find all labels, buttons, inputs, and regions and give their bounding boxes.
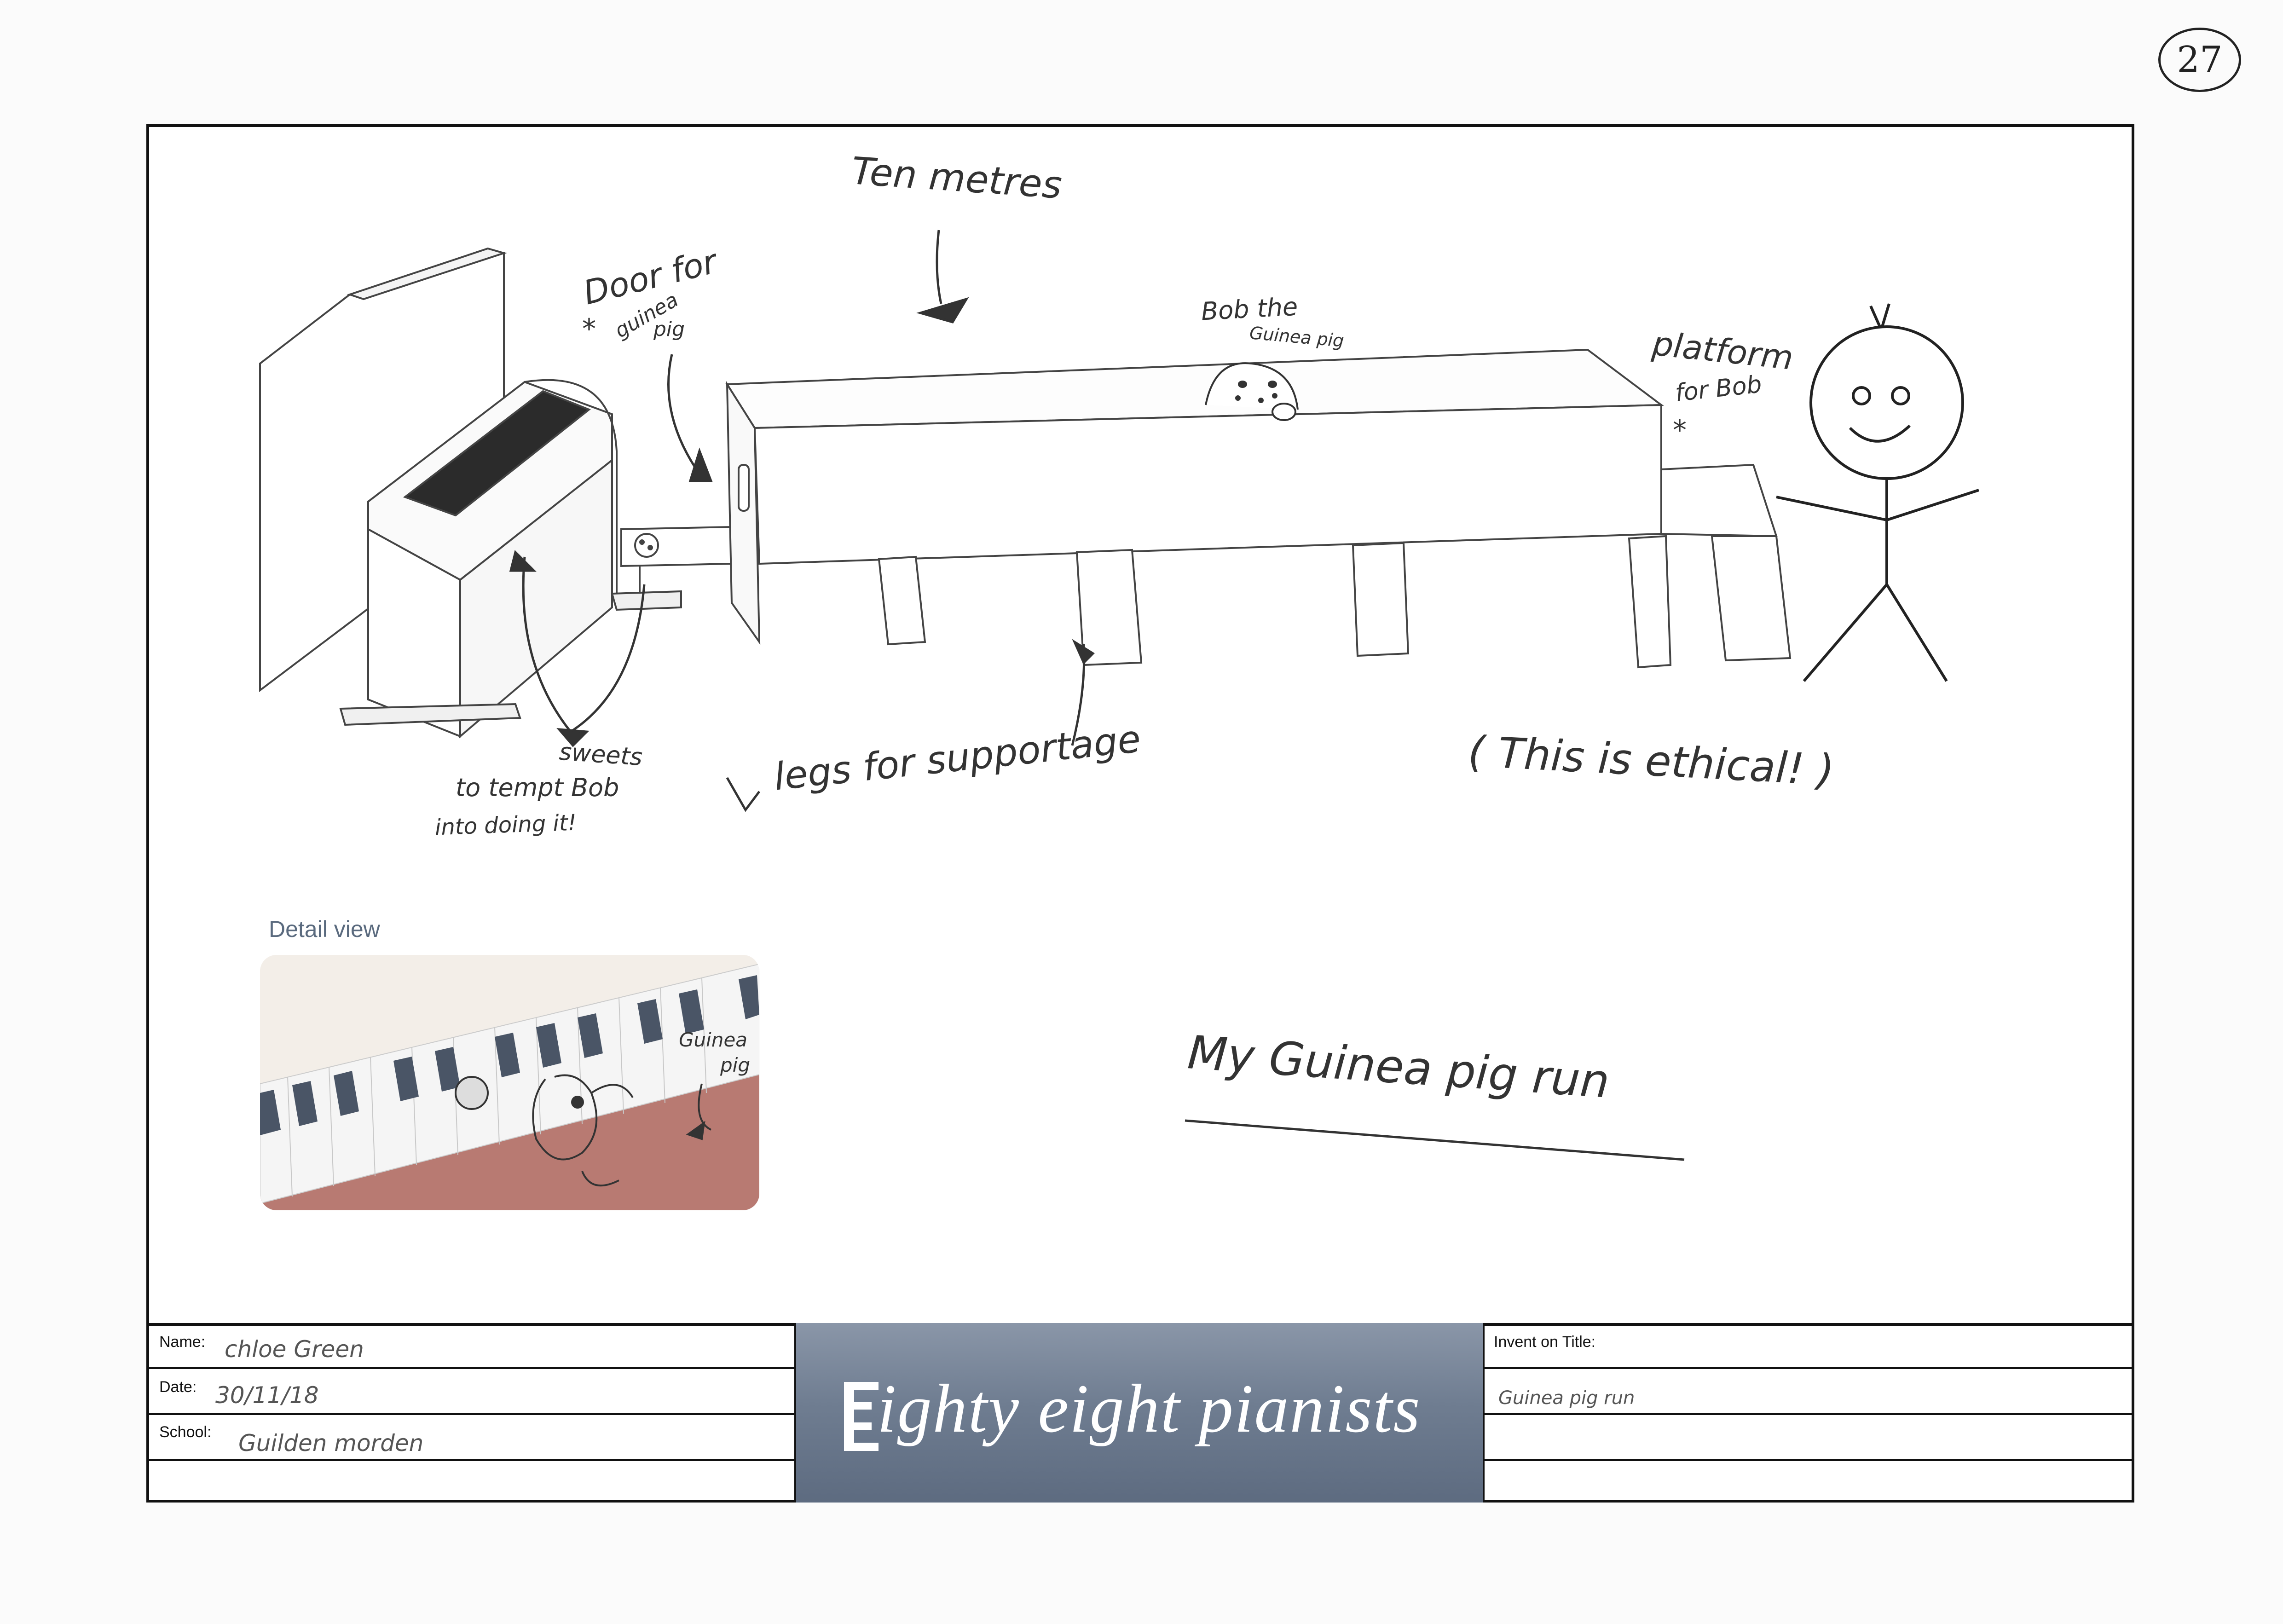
invention-title-row: Invent on Title: [1485, 1323, 2134, 1369]
detail-keyboard-drawing [260, 955, 759, 1210]
title-underline [1185, 1119, 1685, 1161]
invention-title-label: Invent on Title: [1494, 1333, 1596, 1351]
page-number: 27 [2158, 28, 2241, 92]
label-door-pig: pig [653, 318, 685, 341]
invention-blank-row [1485, 1415, 2134, 1461]
label-detail-pig: pig [720, 1054, 750, 1076]
school-value: Guilden morden [238, 1430, 424, 1456]
title-block-right: Invent on Title: Guinea pig run [1485, 1323, 2134, 1503]
name-label: Name: [159, 1333, 206, 1351]
name-row: Name: chloe Green [146, 1323, 794, 1369]
date-label: Date: [159, 1378, 197, 1396]
piano-keys [403, 390, 591, 517]
annotation-arrows [509, 230, 1095, 812]
date-row: Date: 30/11/18 [146, 1369, 794, 1415]
name-value: chloe Green [225, 1336, 364, 1363]
date-value: 30/11/18 [215, 1382, 319, 1409]
school-label: School: [159, 1423, 212, 1441]
logo-e-mark-icon [844, 1382, 879, 1451]
label-detail-guinea: Guinea [679, 1029, 748, 1051]
detail-guinea-pig-sketch [455, 1074, 711, 1187]
piano-drawing [259, 247, 682, 739]
guinea-pig-run-box [725, 348, 1664, 645]
logo-text: ighty eight pianists [877, 1370, 1421, 1447]
label-sweets-2: to tempt Bob [456, 773, 619, 802]
connection-tube [620, 526, 733, 567]
invention-value-row: Guinea pig run [1485, 1369, 2134, 1415]
eighty-eight-pianists-logo: ighty eight pianists [794, 1323, 1485, 1503]
stick-figure [1776, 303, 1979, 682]
white-keys-area [260, 963, 759, 1204]
label-bob-the: Bob the [1200, 292, 1299, 326]
title-block: Name: chloe Green Date: 30/11/18 School:… [146, 1323, 2134, 1503]
label-door-star: * [582, 313, 596, 345]
title-block-left: Name: chloe Green Date: 30/11/18 School:… [146, 1323, 794, 1503]
black-keys [260, 975, 759, 1135]
detail-view-image: Guinea pig [260, 955, 759, 1210]
piano-cabinet [259, 252, 505, 693]
detail-view-label: Detail view [269, 916, 380, 942]
run-door [738, 464, 750, 512]
run-legs [878, 535, 1672, 669]
bob-platform [1660, 463, 1792, 662]
label-sweets-3: into doing it! [434, 809, 577, 841]
guinea-pig-bob [1205, 362, 1299, 421]
piano-pedal-bar [339, 703, 521, 726]
invention-title-value: Guinea pig run [1498, 1387, 1635, 1409]
label-platform-star: * [1673, 414, 1687, 446]
label-sweets-1: sweets [558, 738, 643, 772]
school-row: School: Guilden morden [146, 1415, 794, 1461]
